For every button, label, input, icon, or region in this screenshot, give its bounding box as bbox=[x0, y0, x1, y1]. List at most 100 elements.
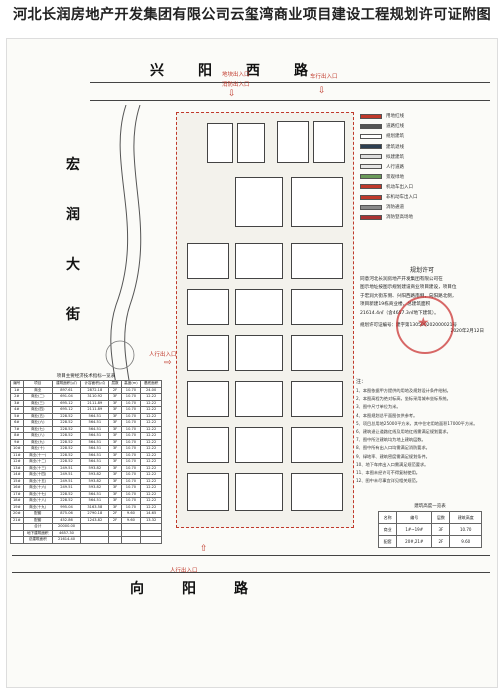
south-road-label: 向阳路 bbox=[130, 581, 286, 597]
table-cell bbox=[80, 529, 110, 537]
building bbox=[291, 473, 343, 511]
table-cell: 21614.40 bbox=[51, 536, 82, 544]
table-cell: 1243.82 bbox=[80, 516, 110, 524]
legend-swatch bbox=[360, 194, 382, 200]
official-seal-icon bbox=[396, 296, 454, 354]
building bbox=[313, 121, 345, 163]
table-cell: 1#~19# bbox=[396, 523, 433, 536]
entrance-label: 车行出入口 bbox=[310, 74, 338, 80]
table-header-cell: 建筑高度 bbox=[449, 511, 482, 524]
note-item: 5、项目总用地25000平方米，其中住宅用地面积17000平方米。 bbox=[356, 420, 478, 426]
building bbox=[291, 177, 343, 227]
table-cell: 9.60 bbox=[449, 535, 482, 548]
table-cell bbox=[108, 536, 122, 544]
down-arrow-icon: ⇩ bbox=[318, 86, 326, 96]
permit-heading: 规划许可 bbox=[409, 267, 434, 274]
building bbox=[235, 427, 283, 463]
north-road-line-2 bbox=[90, 100, 490, 101]
table-cell bbox=[140, 536, 162, 544]
building bbox=[187, 381, 229, 417]
building bbox=[235, 177, 283, 227]
building bbox=[235, 289, 283, 325]
legend-item: 机动车出入口 bbox=[360, 183, 460, 192]
building bbox=[207, 123, 233, 163]
building bbox=[187, 243, 229, 279]
note-item: 4、本图规划总平面图仅供参考。 bbox=[356, 412, 418, 418]
notes-heading: 注： bbox=[356, 379, 367, 385]
note-item: 12、图中未尽事宜详见相关规范。 bbox=[356, 478, 420, 484]
building bbox=[187, 289, 229, 325]
legend-swatch bbox=[360, 123, 382, 129]
legend-swatch bbox=[360, 164, 382, 170]
building bbox=[235, 243, 283, 279]
table-cell: 13.32 bbox=[140, 516, 162, 524]
legend-swatch bbox=[360, 204, 382, 210]
page-title: 河北长润房地产开发集团有限公司云玺湾商业项目建设工程规划许可证附图 bbox=[12, 7, 492, 23]
legend-item: 道路红线 bbox=[360, 122, 460, 131]
legend-item: 用地红线 bbox=[360, 112, 460, 121]
legend-swatch bbox=[360, 113, 382, 119]
legend-item: 建筑退线 bbox=[360, 142, 460, 151]
down-arrow-icon: ⇩ bbox=[228, 89, 236, 99]
note-item: 10、地下车库出入口需满足规范要求。 bbox=[356, 461, 429, 467]
table-caption: 建筑高度一览表 bbox=[414, 504, 446, 509]
legend-item: 景观绿地 bbox=[360, 173, 460, 182]
table-cell: 2F bbox=[431, 535, 451, 548]
legend-item: 规划建筑 bbox=[360, 132, 460, 141]
table-cell: 2F bbox=[108, 516, 122, 524]
table-cell: 配套 bbox=[377, 535, 398, 548]
building bbox=[187, 473, 229, 511]
north-road-label: 兴阳西路 bbox=[150, 63, 342, 79]
building bbox=[277, 121, 309, 163]
legend-item: 拟建建筑 bbox=[360, 152, 460, 161]
table-cell bbox=[80, 523, 110, 531]
right-arrow-icon: ⇨ bbox=[164, 358, 172, 368]
legend-swatch bbox=[360, 133, 382, 139]
table-cell: 2F bbox=[108, 510, 122, 518]
table-caption: 项目主要经济技术指标一览表 bbox=[56, 374, 116, 379]
table-cell: 2790.18 bbox=[80, 510, 110, 518]
legend-swatch bbox=[360, 154, 382, 160]
legend-item: 人行道路 bbox=[360, 162, 460, 171]
table-cell bbox=[120, 536, 142, 544]
legend-swatch bbox=[360, 144, 382, 150]
permit-line: 于宏润大街东侧、兴阳西路南侧，向阳路北侧， bbox=[360, 293, 457, 299]
entrance-label: 地块出入口 bbox=[222, 72, 250, 78]
building bbox=[291, 335, 343, 371]
building bbox=[187, 427, 229, 463]
permit-line: 项目新建19栋商业楼，总建筑面积 bbox=[360, 302, 431, 308]
legend: 用地红线 道路红线 规划建筑 建筑退线 拟建建筑 人行道路 景观绿地 机动车出入… bbox=[360, 112, 460, 223]
note-item: 3、图中尺寸单位为米。 bbox=[356, 404, 401, 410]
table-cell: 地下建筑面积 bbox=[22, 529, 53, 537]
table-cell: 3F bbox=[431, 523, 451, 536]
note-item: 11、本图未经许可不得复制使用。 bbox=[356, 470, 420, 476]
entrance-label: 消防出入口 bbox=[222, 82, 250, 88]
legend-item: 非机动车出入口 bbox=[360, 193, 460, 202]
legend-item: 消防通道 bbox=[360, 203, 460, 212]
building bbox=[291, 381, 343, 417]
south-road-line-2 bbox=[12, 572, 490, 573]
table-cell: 总建筑面积 bbox=[22, 536, 53, 544]
table-cell: 商业 bbox=[377, 523, 398, 536]
building bbox=[291, 289, 343, 325]
entrance-label: 人行出入口 bbox=[149, 352, 177, 358]
notes-block: 注： 1、本图依据甲方提供的用地及规划设计条件绘制。 2、本图高程为绝对标高，坐… bbox=[356, 378, 490, 485]
table-cell: 10.70 bbox=[449, 523, 482, 536]
permit-date: 2020年2月12日 bbox=[450, 329, 484, 335]
table-cell bbox=[140, 529, 162, 537]
note-item: 7、图中所注建筑均为地上建筑层数。 bbox=[356, 437, 426, 443]
economic-indicators-table: 项目主要经济技术指标一览表 编号项目建筑面积(㎡)计容面积(㎡)层数高度(m)基… bbox=[10, 373, 162, 544]
table-header-row: 名称编号层数建筑高度 bbox=[377, 511, 482, 524]
